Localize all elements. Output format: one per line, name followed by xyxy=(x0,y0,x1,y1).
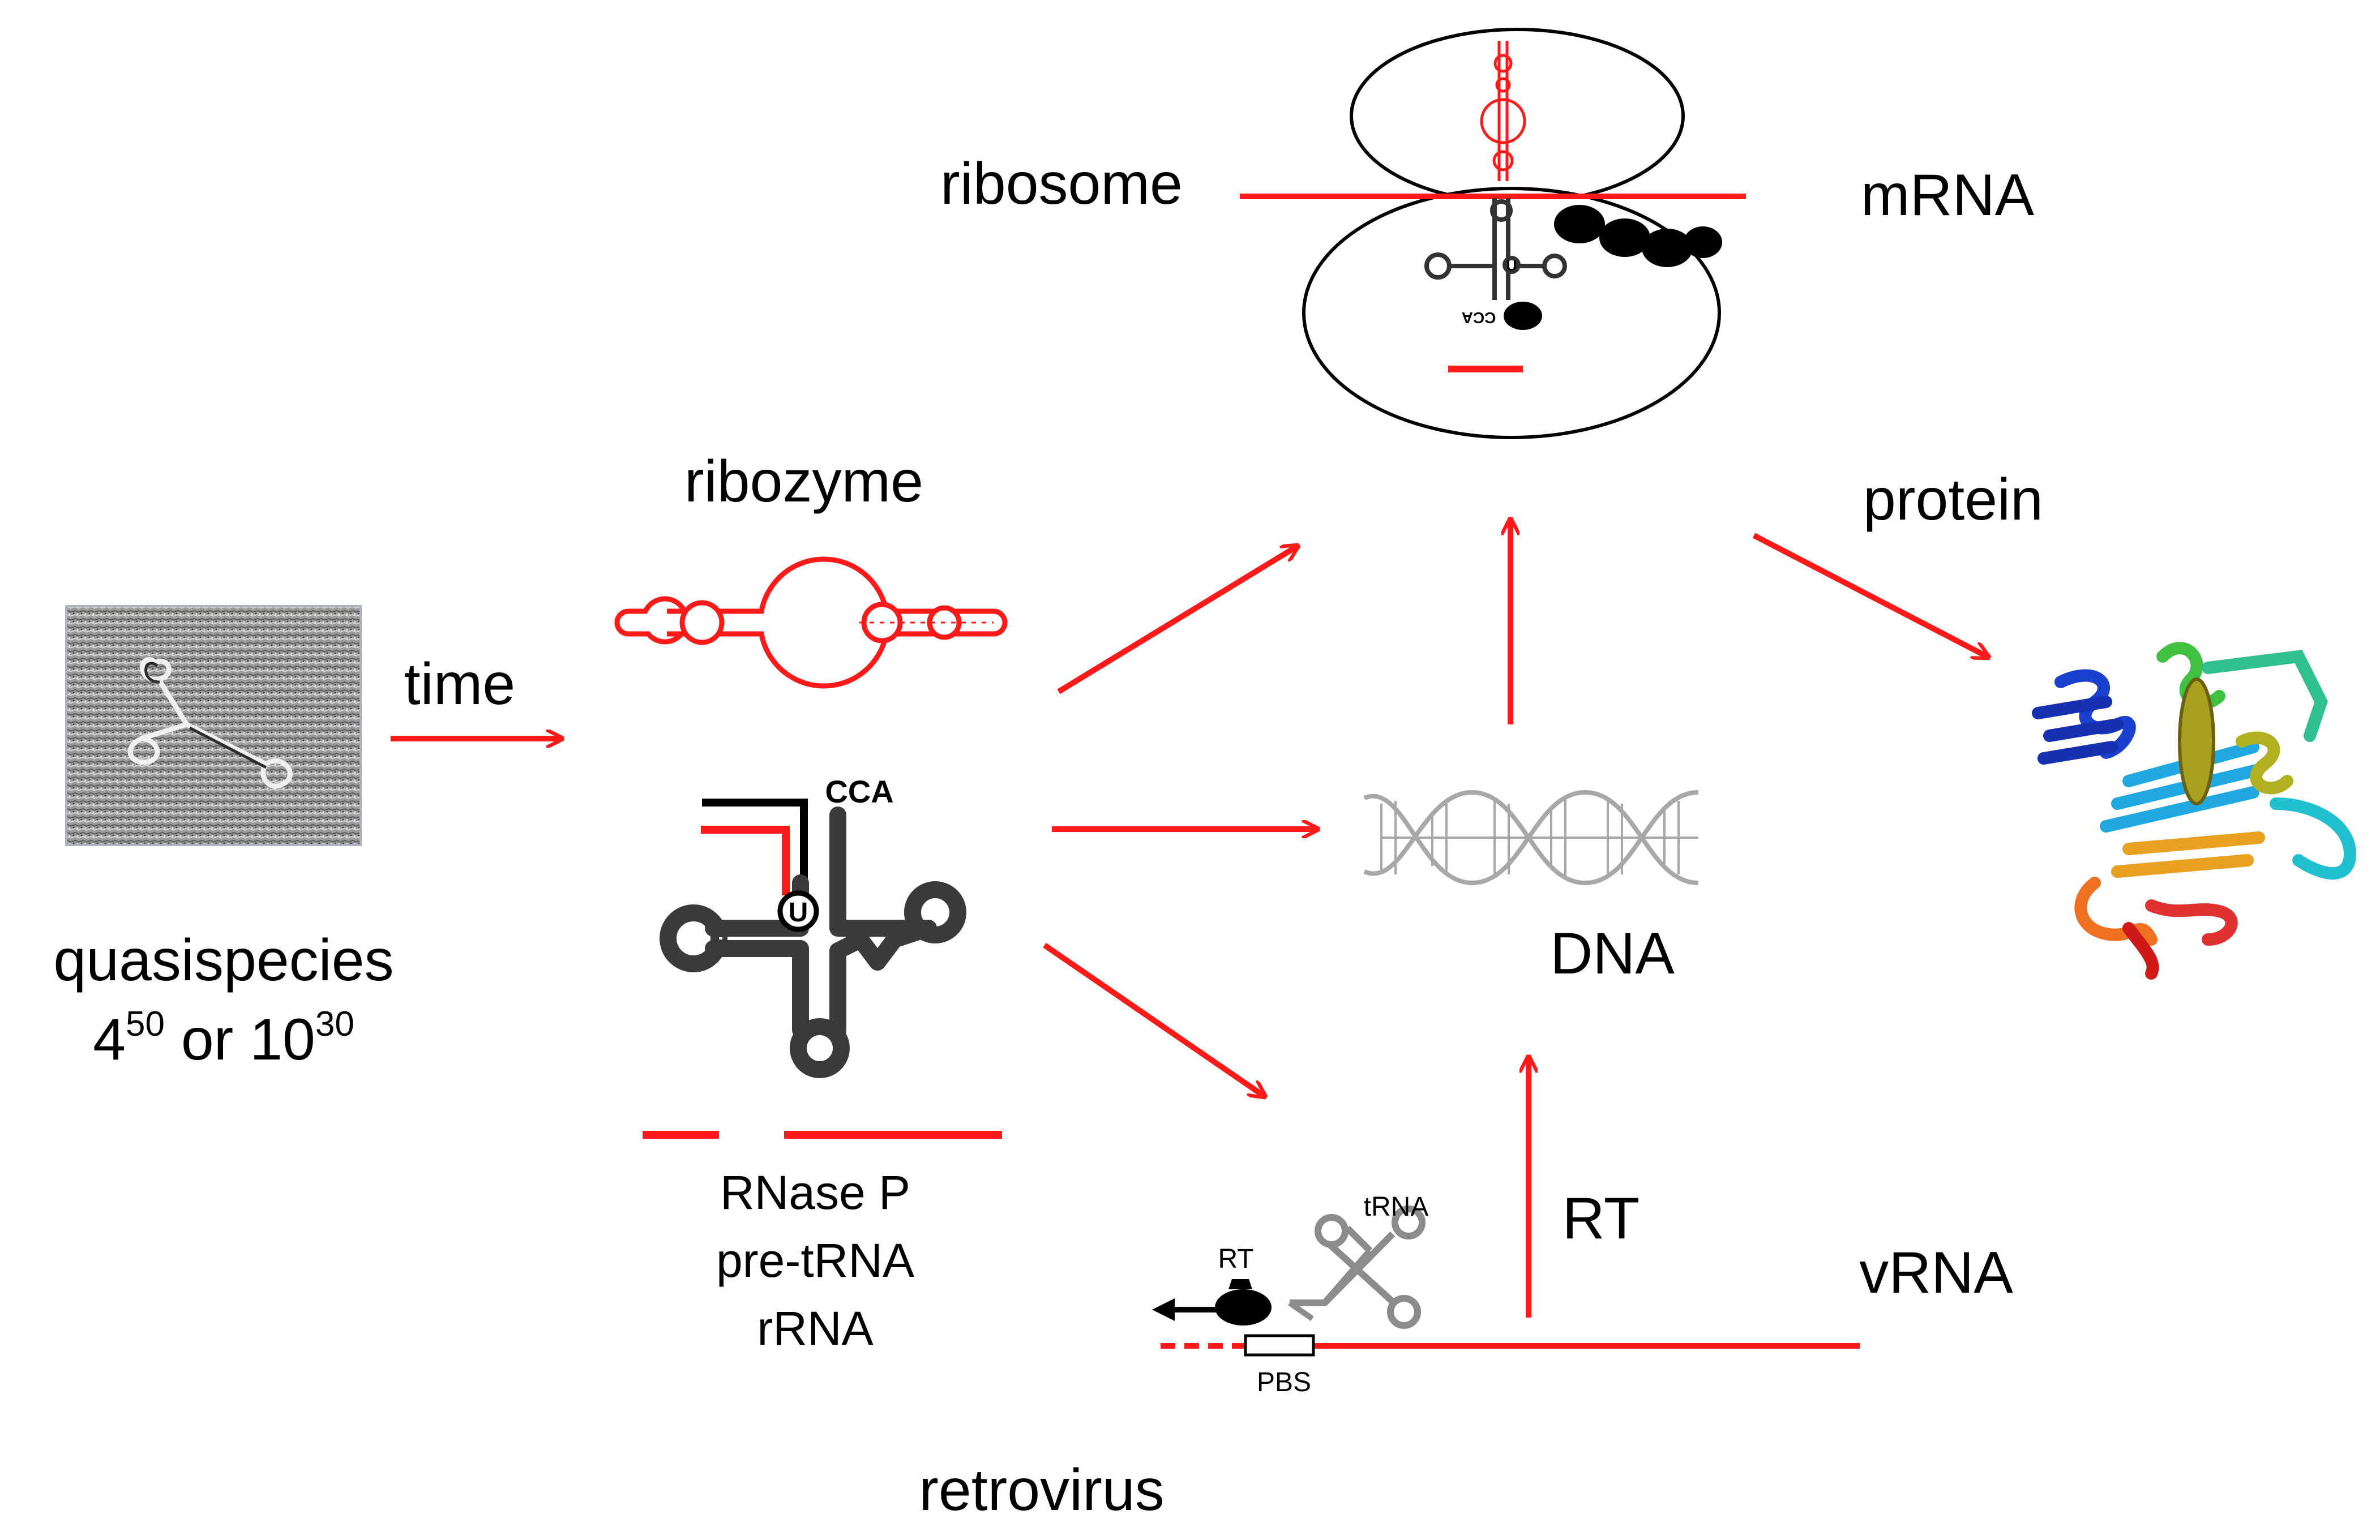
rnase-p-label: RNase P xyxy=(720,1166,910,1219)
dna-helix-icon xyxy=(1363,790,1699,886)
retrovirus-icon: RT tRNA PBS xyxy=(1152,1192,1860,1397)
vrna-label: vRNA xyxy=(1859,1240,2013,1306)
arrow-to-ribosome xyxy=(1057,547,1296,694)
ribosome-cca-label: CCA xyxy=(1462,309,1496,327)
retro-trna-icon xyxy=(1290,1206,1426,1329)
protein-label: protein xyxy=(1863,467,2043,533)
ribosome-u-label: U xyxy=(1506,257,1517,274)
time-label: time xyxy=(404,651,515,717)
ribosome-label: ribosome xyxy=(940,151,1183,217)
ribozyme-icon xyxy=(614,556,1008,689)
ribosome-rrna-icon xyxy=(1480,41,1526,181)
mrna-label: mRNA xyxy=(1861,162,2035,228)
ribozyme-label: ribozyme xyxy=(684,449,923,514)
dna-label: DNA xyxy=(1550,921,1675,986)
retro-rt-label: RT xyxy=(1218,1244,1253,1274)
ribosome-icon: U CCA xyxy=(1240,28,1746,439)
pbs-label: PBS xyxy=(1257,1367,1311,1397)
pbs-box xyxy=(1244,1334,1315,1357)
protein-structure-icon xyxy=(2032,642,2356,980)
rt-label: RT xyxy=(1563,1186,1640,1251)
retro-trna-label: tRNA xyxy=(1364,1192,1429,1222)
quasispecies-formula: 450 or 1030 xyxy=(93,1005,354,1073)
trna-u-label: U xyxy=(789,898,808,928)
quasispecies-label: quasispecies xyxy=(53,928,393,993)
rrna-label: rRNA xyxy=(757,1302,873,1355)
peptide-chain xyxy=(1504,205,1722,330)
retrovirus-label: retrovirus xyxy=(919,1457,1164,1523)
quasispecies-image xyxy=(65,605,362,846)
arrow-to-retrovirus xyxy=(1043,942,1264,1096)
ribosome-trna-icon xyxy=(1424,198,1567,300)
arrow-to-protein xyxy=(1752,533,1987,657)
trna-cca-label: CCA xyxy=(825,774,893,809)
rt-enzyme-icon xyxy=(1215,1289,1272,1325)
trna-icon: U CCA xyxy=(660,774,966,1078)
pre-trna-label: pre-tRNA xyxy=(716,1234,914,1287)
